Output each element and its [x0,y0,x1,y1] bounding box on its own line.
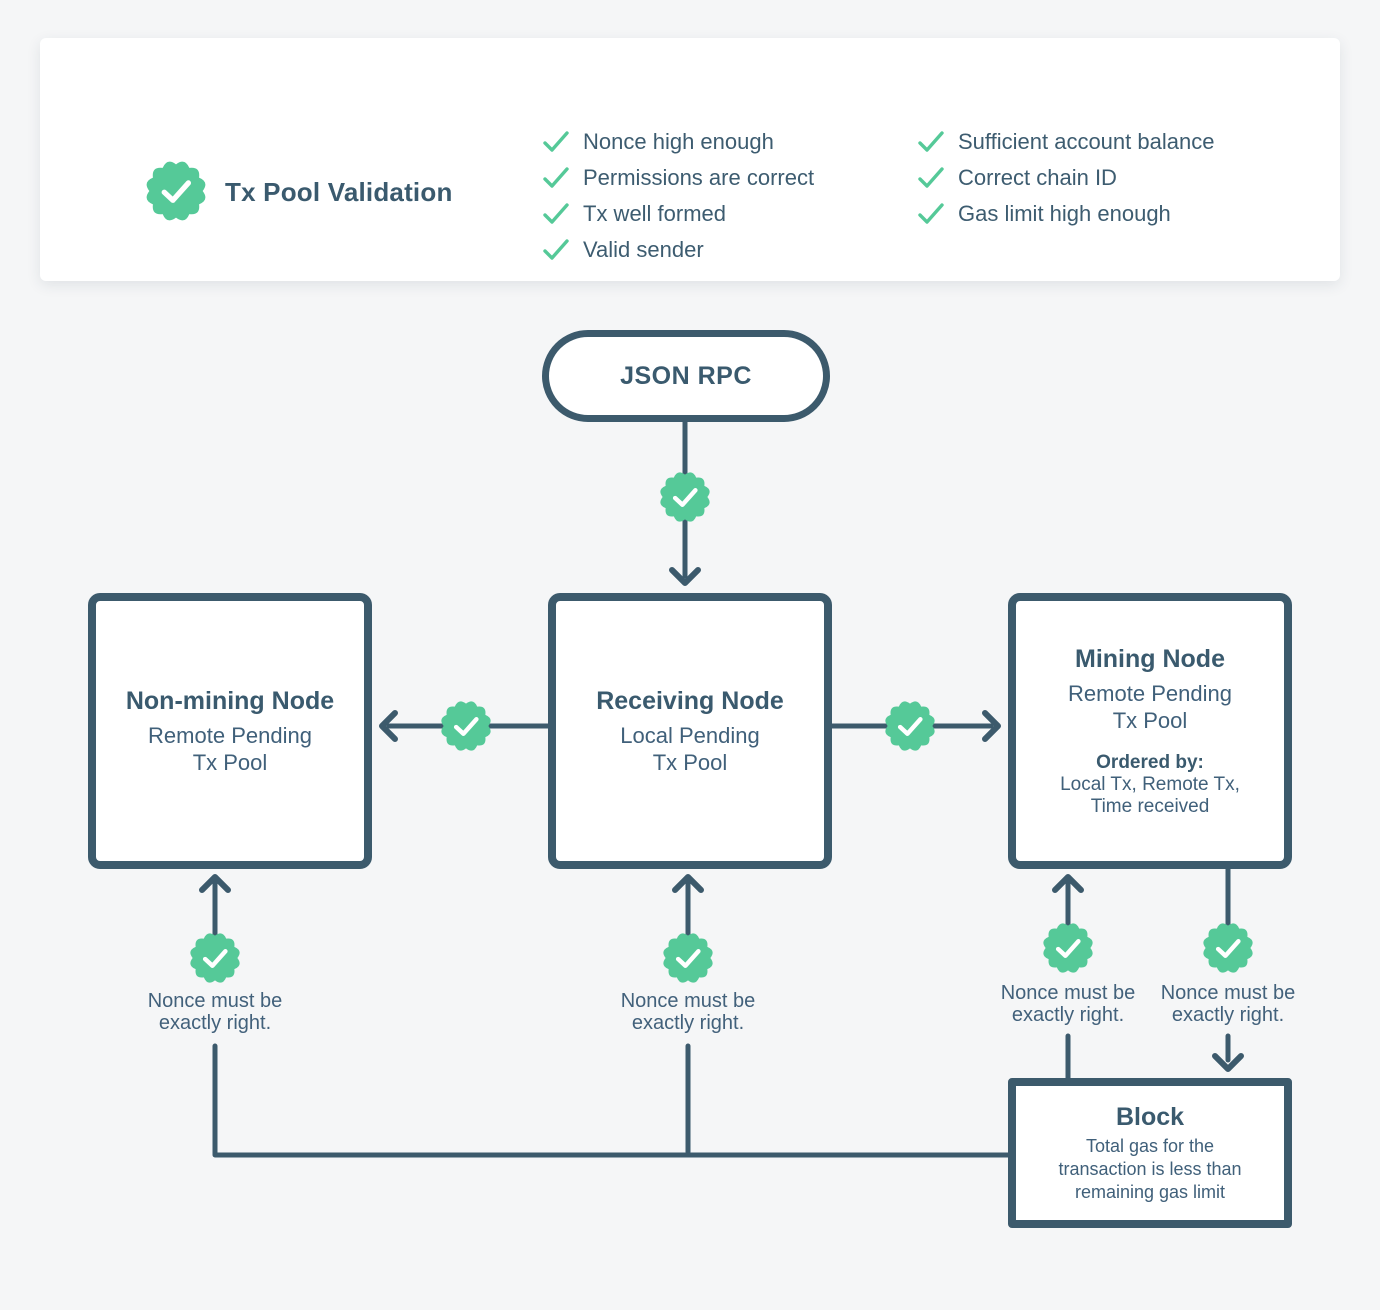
check-item: Permissions are correct [543,160,814,196]
node-subtitle: Remote Pending Tx Pool [148,723,312,775]
ordered-by-label: Ordered by: [1096,752,1204,773]
json-rpc-node: JSON RPC [542,330,830,422]
node-subtitle: Local Pending Tx Pool [620,723,760,775]
validation-checklist-column-1: Nonce high enough Permissions are correc… [543,124,814,268]
card-title: Tx Pool Validation [225,177,453,207]
receiving-node-box: Receiving Node Local Pending Tx Pool [548,593,832,869]
arrowhead-down-icon [669,567,701,586]
seal-check-icon [662,932,714,984]
tx-pool-validation-card: Tx Pool Validation Nonce high enough Per… [40,38,1340,281]
seal-check-icon [1202,922,1254,974]
check-icon [543,239,569,261]
seal-check-icon [145,160,207,222]
check-icon [543,203,569,225]
check-item: Gas limit high enough [918,196,1214,232]
node-title: Non-mining Node [125,687,335,715]
check-icon [918,203,944,225]
check-icon [543,131,569,153]
block-body: Total gas for the transaction is less th… [1058,1135,1242,1202]
check-item-label: Valid sender [583,237,704,262]
nonce-caption-mining-out: Nonce must be exactly right. [1160,982,1296,1026]
check-icon [543,167,569,189]
check-item: Nonce high enough [543,124,814,160]
node-title: Mining Node [1075,645,1225,673]
seal-check-icon [189,932,241,984]
mining-node-box: Mining Node Remote Pending Tx Pool Order… [1008,593,1292,869]
ordered-by-body: Local Tx, Remote Tx, Time received [1060,774,1240,817]
arrowhead-up-icon [1052,874,1084,893]
check-item-label: Tx well formed [583,201,727,226]
nonce-caption-receiving: Nonce must be exactly right. [620,990,756,1034]
check-item: Sufficient account balance [918,124,1214,160]
seal-check-icon [659,471,711,523]
check-item: Valid sender [543,232,814,268]
block-box: Block Total gas for the transaction is l… [1008,1078,1292,1228]
non-mining-node-box: Non-mining Node Remote Pending Tx Pool [88,593,372,869]
seal-check-icon [1042,922,1094,974]
check-item-label: Sufficient account balance [958,129,1215,154]
node-subtitle: Remote Pending Tx Pool [1068,681,1232,733]
node-title: Receiving Node [596,687,784,715]
check-item: Correct chain ID [918,160,1214,196]
validation-checklist-column-2: Sufficient account balance Correct chain… [918,124,1214,232]
nonce-caption-mining-in: Nonce must be exactly right. [1000,982,1136,1026]
arrowhead-left-icon [379,710,398,742]
check-item: Tx well formed [543,196,814,232]
check-icon [918,167,944,189]
arrowhead-right-icon [982,710,1001,742]
check-icon [918,131,944,153]
check-item-label: Nonce high enough [583,129,774,154]
arrowhead-up-icon [672,874,704,893]
check-item-label: Gas limit high enough [958,201,1171,226]
arrowhead-up-icon [199,874,231,893]
check-item-label: Correct chain ID [958,165,1117,190]
arrowhead-down-icon [1212,1053,1244,1072]
seal-check-icon [884,700,936,752]
block-title: Block [1115,1102,1185,1131]
ordered-by-section: Ordered by: Local Tx, Remote Tx, Time re… [1060,752,1240,818]
check-item-label: Permissions are correct [583,165,815,190]
nonce-caption-non-mining: Nonce must be exactly right. [147,990,283,1034]
seal-check-icon [440,700,492,752]
